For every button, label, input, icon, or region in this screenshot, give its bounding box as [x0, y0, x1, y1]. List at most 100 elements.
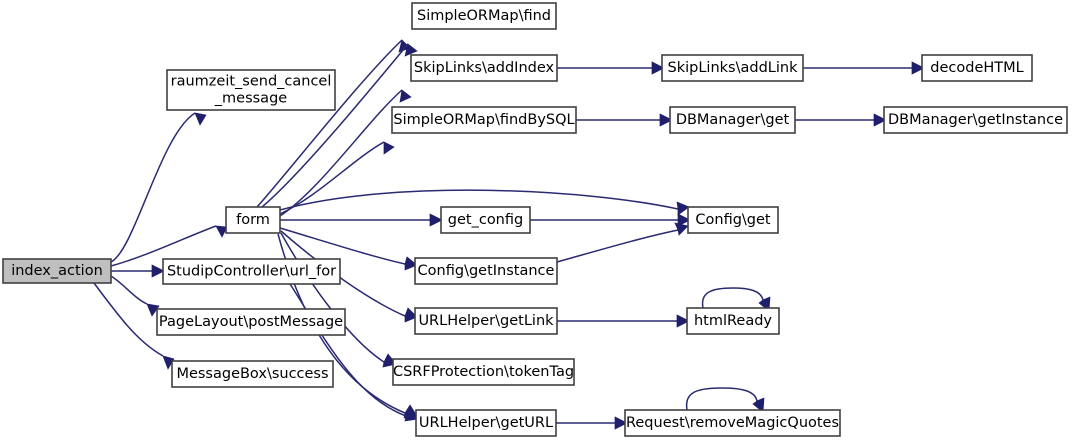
- node-box[interactable]: [661, 54, 804, 82]
- node-box[interactable]: [669, 106, 796, 134]
- node-box[interactable]: [2, 258, 112, 284]
- graph-node-index_action[interactable]: index_action: [2, 258, 112, 284]
- edge-get_config-to-config_get: [530, 213, 691, 227]
- node-label: CSRFProtection\tokenTag: [393, 364, 574, 380]
- node-box[interactable]: [414, 257, 558, 285]
- node-box[interactable]: [162, 258, 341, 285]
- node-label: form: [236, 212, 270, 228]
- node-label: SkipLinks\addLink: [668, 60, 799, 76]
- edge-config_getinstance-to-config_get: [556, 222, 689, 263]
- edge-line: [279, 227, 406, 265]
- node-box[interactable]: [883, 106, 1068, 134]
- arrowhead-icon: [404, 43, 418, 57]
- graph-node-request_removemagicquotes[interactable]: Request\removeMagicQuotes: [624, 409, 841, 437]
- node-label: DBManager\getInstance: [888, 112, 1063, 128]
- graph-node-decodehtml[interactable]: decodeHTML: [921, 54, 1033, 82]
- node-box[interactable]: [410, 54, 558, 82]
- edge-line: [110, 225, 217, 267]
- node-label: index_action: [11, 263, 103, 279]
- node-label: DBManager\get: [676, 112, 790, 128]
- graph-node-dbmanager_getinstance[interactable]: DBManager\getInstance: [883, 106, 1068, 134]
- arrowhead-icon: [399, 89, 412, 103]
- arrowhead-icon: [215, 225, 228, 238]
- arrowhead-icon: [146, 303, 160, 317]
- node-box[interactable]: [171, 360, 334, 388]
- node-label: PageLayout\postMessage: [159, 314, 343, 330]
- node-box[interactable]: [440, 206, 531, 234]
- node-label: raumzeit_send_cancel_message: [171, 74, 332, 107]
- graph-node-csrfprotection_tokentag[interactable]: CSRFProtection\tokenTag: [392, 358, 575, 386]
- node-label: decodeHTML: [930, 60, 1023, 76]
- edge-form-to-csrfprotection_tokentag: [280, 232, 397, 368]
- node-label: URLHelper\getURL: [419, 415, 553, 431]
- graph-node-simpleormap_find[interactable]: SimpleORMap\find: [411, 2, 557, 30]
- node-box[interactable]: [156, 308, 346, 336]
- edge-line: [289, 283, 407, 417]
- graph-node-dbmanager_get[interactable]: DBManager\get: [669, 106, 796, 134]
- arrowhead-icon: [674, 222, 689, 236]
- edge-form-to-simpleormap_find: [261, 43, 418, 208]
- edge-line: [279, 89, 403, 217]
- graph-node-urlhelper_geturl[interactable]: URLHelper\getURL: [415, 409, 557, 437]
- edge-dbmanager_get-to-dbmanager_getinstance: [795, 113, 887, 127]
- graph-node-get_config[interactable]: get_config: [440, 206, 531, 234]
- node-box[interactable]: [225, 206, 281, 234]
- edge-urlhelper_geturl-to-request_removemagicquotes: [556, 416, 628, 430]
- node-box[interactable]: [414, 307, 558, 335]
- node-box[interactable]: [686, 307, 780, 335]
- edge-line: [556, 229, 679, 263]
- edge-index_action-to-raumzeit_send_cancel: [110, 112, 207, 263]
- graph-node-pagelayout_postmessage[interactable]: PageLayout\postMessage: [156, 308, 346, 336]
- arrowhead-icon: [383, 141, 395, 155]
- graph-node-htmlready[interactable]: htmlReady: [686, 307, 780, 335]
- nodes-layer: index_action raumzeit_send_cancel_message…: [2, 2, 1068, 437]
- edge-simpleormap_findbysql-to-dbmanager_get: [576, 113, 673, 127]
- graph-node-skiplinks_addindex[interactable]: SkipLinks\addIndex: [410, 54, 558, 82]
- node-label: Config\get: [695, 212, 771, 228]
- edge-index_action-to-studipcontroller_url_for: [111, 264, 165, 278]
- arrowhead-icon: [162, 355, 175, 370]
- graph-node-messagebox_success[interactable]: MessageBox\success: [171, 360, 334, 388]
- node-label: htmlReady: [694, 313, 772, 329]
- node-box[interactable]: [921, 54, 1033, 82]
- node-box[interactable]: [687, 206, 779, 234]
- edge-form-to-get_config: [280, 213, 443, 227]
- node-box[interactable]: [411, 2, 557, 30]
- node-label: Config\getInstance: [418, 263, 555, 279]
- edge-line: [110, 112, 196, 263]
- edge-index_action-to-messagebox_success: [93, 282, 175, 370]
- node-label: URLHelper\getLink: [418, 313, 554, 329]
- edge-form-to-skiplinks_addindex: [279, 89, 412, 217]
- edges-layer: [93, 39, 925, 430]
- edge-line: [280, 232, 385, 363]
- edge-skiplinks_addlink-to-decodehtml: [803, 61, 925, 75]
- node-box[interactable]: [624, 409, 841, 437]
- edge-index_action-to-form: [110, 225, 228, 267]
- graph-node-skiplinks_addlink[interactable]: SkipLinks\addLink: [661, 54, 804, 82]
- graph-node-urlhelper_getlink[interactable]: URLHelper\getLink: [414, 307, 558, 335]
- graph-node-raumzeit_send_cancel[interactable]: raumzeit_send_cancel_message: [166, 69, 336, 111]
- graph-node-config_getinstance[interactable]: Config\getInstance: [414, 257, 558, 285]
- node-label: SkipLinks\addIndex: [414, 60, 555, 76]
- node-box[interactable]: [166, 69, 336, 111]
- node-label: StudipController\url_for: [167, 264, 336, 280]
- node-label: Request\removeMagicQuotes: [626, 415, 839, 431]
- node-box[interactable]: [392, 358, 575, 386]
- edge-form-to-simpleormap_find: [256, 39, 411, 208]
- edge-line: [110, 275, 148, 305]
- edge-line: [261, 43, 409, 208]
- edge-line: [279, 189, 679, 211]
- node-box[interactable]: [391, 106, 577, 134]
- edge-studipcontroller_url_for-to-urlhelper_geturl: [289, 283, 419, 422]
- node-box[interactable]: [415, 409, 557, 437]
- graph-node-form[interactable]: form: [225, 206, 281, 234]
- graph-node-studipcontroller_url_for[interactable]: StudipController\url_for: [162, 258, 341, 285]
- node-label: get_config: [448, 212, 523, 228]
- edge-urlhelper_getlink-to-htmlready: [557, 314, 690, 328]
- graph-node-simpleormap_findbysql[interactable]: SimpleORMap\findBySQL: [391, 106, 577, 134]
- edge-line: [93, 282, 164, 357]
- node-label: SimpleORMap\find: [417, 8, 551, 24]
- graph-node-config_get[interactable]: Config\get: [687, 206, 779, 234]
